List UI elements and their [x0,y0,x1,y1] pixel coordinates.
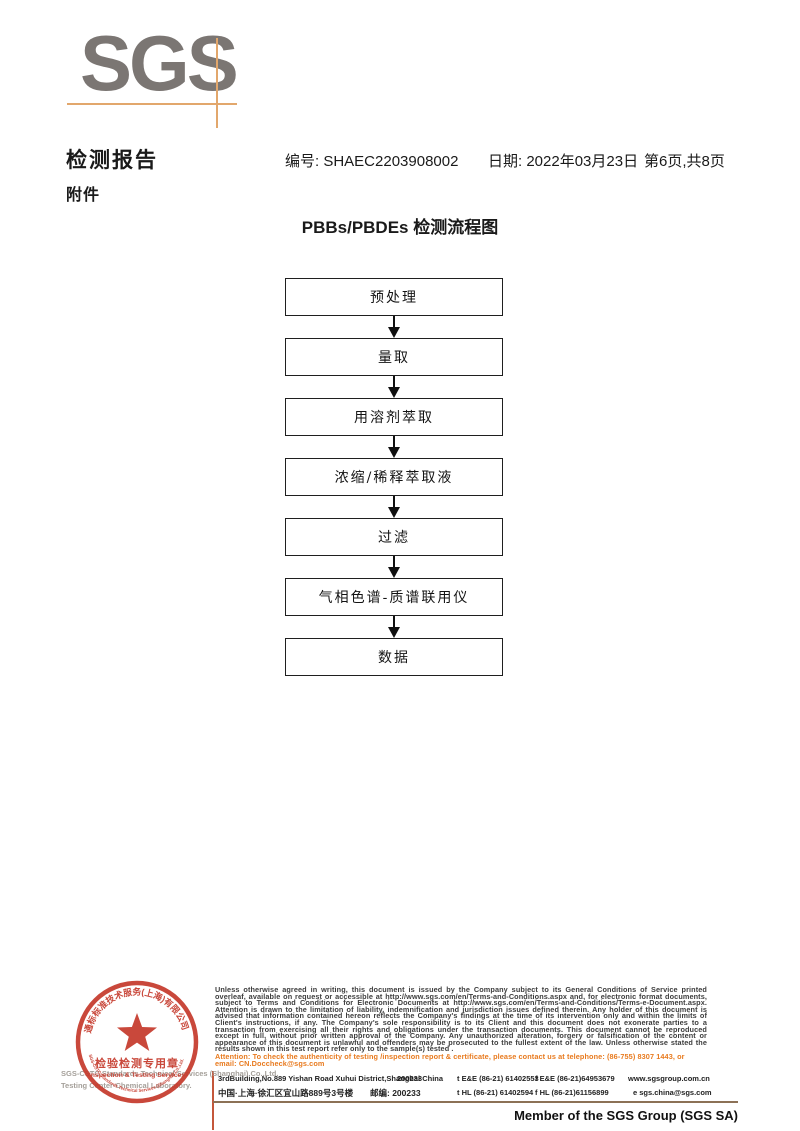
telephone-english: t E&E (86-21) 61402553 [457,1074,539,1083]
flowchart: 预处理 量取 用溶剂萃取 浓缩/稀释萃取液 过滤 气相色谱-质谱联用仪 数据 [285,278,503,676]
flow-arrow-icon [285,616,503,638]
flow-step-data: 数据 [285,638,503,676]
flowchart-title: PBBs/PBDEs 检测流程图 [301,218,499,237]
sgs-logo: SGS [80,19,239,107]
logo-crosshair-vertical [216,38,218,128]
lab-company-name: SGS-CSTC Standards Technical Services (S… [61,1068,278,1092]
postcode-chinese: 邮编: 200233 [370,1088,421,1098]
stamp-en-line: Inspection & Testing Services [89,1072,185,1079]
footer-divider [213,1101,738,1103]
flow-arrow-icon [285,436,503,458]
fax-chinese: f HL (86-21)61156899 [535,1088,609,1097]
report-title: 检测报告 [66,149,158,172]
flow-step-solvent-extraction: 用溶剂萃取 [285,398,503,436]
postcode-english: 200233 [397,1074,423,1083]
address-english: 3rdBuilding,No.889 Yishan Road Xuhui Dis… [218,1074,444,1083]
stamp-ring [75,980,199,1104]
inspection-stamp: 通标标准技术服务(上海)有限公司 检验检测专用章 Inspection & Te… [75,980,199,1104]
flow-arrow-icon [285,316,503,338]
telephone-chinese: t HL (86-21) 61402594 [457,1088,534,1097]
legal-attention: Attention: To check the authenticity of … [215,1051,685,1068]
website: www.sgsgroup.com.cn [628,1074,710,1083]
footer-left-rule [212,1071,214,1130]
address-chinese: 中国·上海·徐汇区宜山路889号3号楼 [218,1088,354,1098]
stamp-cn-line: 检验检测专用章 [95,1056,179,1070]
email: e sgs.china@sgs.com [633,1088,712,1097]
flow-arrow-icon [285,376,503,398]
flow-step-gcms: 气相色谱-质谱联用仪 [285,578,503,616]
sgs-member-label: Member of the SGS Group (SGS SA) [514,1108,738,1123]
star-icon [117,1013,157,1051]
flow-step-concentrate-dilute: 浓缩/稀释萃取液 [285,458,503,496]
logo-crosshair-horizontal [67,103,237,105]
flow-arrow-icon [285,556,503,578]
page-indicator: 第6页,共8页 [644,153,725,170]
flow-step-measure: 量取 [285,338,503,376]
flow-step-pretreatment: 预处理 [285,278,503,316]
legal-paragraph: Unless otherwise agreed in writing, this… [215,985,707,1054]
report-number: 编号: SHAEC2203908002 [285,153,459,170]
lab-company-name-line2: Testing Center-Chemical Laboratory. [61,1081,192,1090]
fax-english: f E&E (86-21)64953679 [535,1074,615,1083]
report-date: 日期: 2022年03月23日 [488,153,639,170]
flow-step-filter: 过滤 [285,518,503,556]
attachment-label: 附件 [66,187,101,204]
lab-company-name-line1: SGS-CSTC Standards Technical Services (S… [61,1069,279,1078]
flow-arrow-icon [285,496,503,518]
legal-disclaimer: Unless otherwise agreed in writing, this… [215,985,707,1068]
